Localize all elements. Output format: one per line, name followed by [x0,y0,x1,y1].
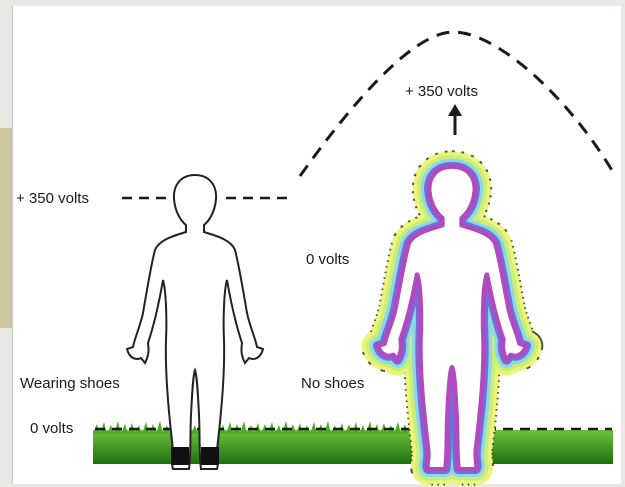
no-shoes-caption: No shoes [301,375,364,392]
person-no-shoes [378,167,526,470]
left-voltage-label: + 350 volts [16,190,89,207]
shoe-right-icon [201,447,219,465]
up-arrow-icon [448,104,462,135]
person-wearing-shoes [127,175,263,469]
wearing-shoes-caption: Wearing shoes [20,375,120,392]
ground-voltage-label: 0 volts [30,420,73,437]
shoe-left-icon [171,447,189,465]
body-voltage-label: 0 volts [306,251,349,268]
right-voltage-label: + 350 volts [405,83,478,100]
